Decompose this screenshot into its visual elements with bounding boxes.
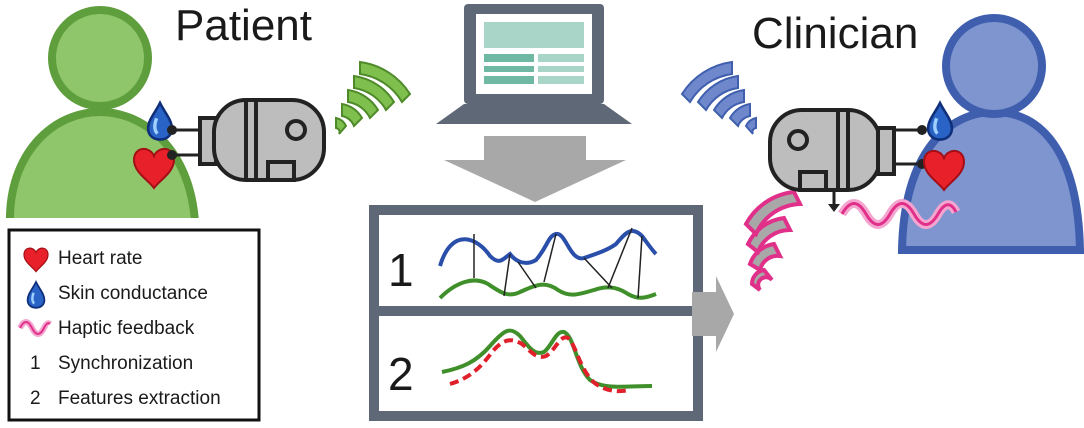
down-arrow [444, 136, 626, 202]
step-2-number: 2 [388, 348, 414, 400]
patient-figure [0, 6, 200, 228]
processing-panel [369, 205, 703, 421]
step-1-alignment-lines [473, 227, 643, 299]
patient-drop-icon [146, 101, 174, 141]
legend-item-haptic-feedback: Haptic feedback [58, 318, 195, 339]
legend-item-skin-conductance: Skin conductance [58, 283, 208, 304]
step-1-green-signal [438, 278, 657, 300]
legend-item-heart-rate: Heart rate [58, 248, 142, 269]
clinician-sensor-device [768, 108, 896, 192]
step-1-synchronization-plot [438, 227, 658, 300]
clinician-label: Clinician [752, 9, 918, 58]
step-1-number: 1 [388, 244, 414, 296]
haptic-wireless-icon [743, 189, 804, 292]
step-2-green-signal [441, 328, 653, 389]
right-arrow [692, 276, 734, 352]
step-2-red-signal [449, 335, 631, 394]
legend: Heart rate Skin conductance Haptic feedb… [7, 228, 261, 422]
laptop-icon [436, 4, 632, 124]
clinician-figure [897, 14, 1084, 254]
patient-head [48, 6, 152, 110]
legend-item-features-extraction: Features extraction [58, 388, 221, 409]
legend-drop-icon [26, 281, 46, 309]
clinician-head [942, 14, 1046, 118]
clinician-drop-icon [926, 101, 954, 141]
step-2-features-plot [441, 328, 653, 394]
patient-wireless-icon [335, 60, 412, 135]
patient-body [5, 107, 200, 226]
legend-number-2: 2 [30, 388, 41, 409]
clinician-wireless-icon [680, 60, 757, 135]
patient-sensor-device [198, 98, 326, 182]
patient-label: Patient [175, 1, 312, 50]
legend-wave-icon [17, 319, 53, 337]
legend-item-synchronization: Synchronization [58, 353, 193, 374]
legend-number-1: 1 [30, 353, 41, 374]
